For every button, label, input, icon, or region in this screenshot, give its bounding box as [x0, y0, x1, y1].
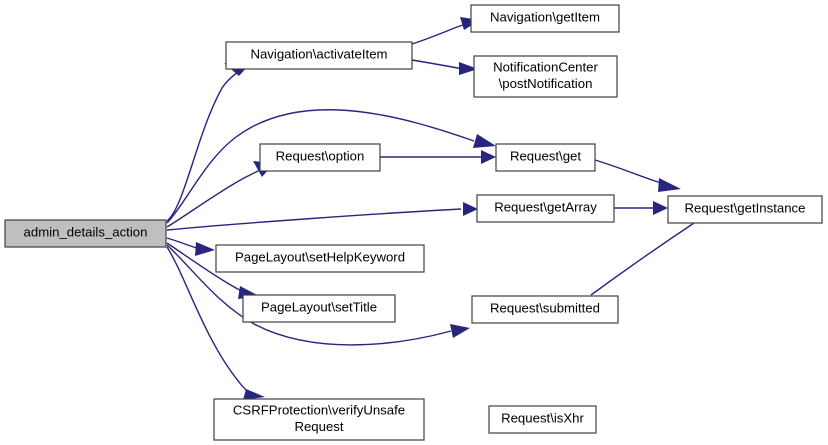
node-pagelayout_settitle[interactable]: PageLayout\setTitle	[242, 294, 396, 323]
node-request_isxhr[interactable]: Request\isXhr	[488, 405, 597, 434]
arrowhead-icon	[450, 324, 470, 338]
node-box[interactable]	[488, 405, 597, 434]
node-pagelayout_sethelpkeyword[interactable]: PageLayout\setHelpKeyword	[215, 244, 425, 273]
edge-line	[166, 168, 263, 228]
arrowhead-icon	[459, 62, 478, 75]
edge-line	[166, 244, 452, 346]
call-edge-navigation_activateitem-to-notificationcenter_postnotification	[411, 59, 478, 75]
edge-line	[166, 242, 245, 293]
arrowhead-icon	[243, 389, 265, 400]
node-box[interactable]	[473, 55, 618, 98]
call-edge-admin_details_action-to-request_get	[166, 109, 496, 224]
edge-line	[166, 208, 462, 231]
call-edge-admin_details_action-to-pagelayout_sethelpkeyword	[166, 237, 215, 256]
call-edge-admin_details_action-to-csrfprotection_verifyunsaferequest	[166, 246, 265, 400]
node-request_option[interactable]: Request\option	[259, 143, 381, 172]
arrowhead-icon	[658, 178, 681, 192]
edge-line	[166, 246, 250, 394]
arrowhead-icon	[653, 201, 668, 215]
arrowhead-icon	[481, 150, 496, 164]
node-box[interactable]	[259, 143, 381, 172]
call-edge-admin_details_action-to-navigation_activateitem	[166, 63, 248, 222]
node-navigation_getitem[interactable]: Navigation\getItem	[470, 4, 620, 33]
call-edge-admin_details_action-to-request_getarray	[166, 202, 478, 231]
edge-line	[411, 59, 464, 70]
node-request_getinstance[interactable]: Request\getInstance	[667, 195, 823, 224]
node-box[interactable]	[476, 194, 615, 223]
call-edge-admin_details_action-to-request_option	[166, 161, 274, 228]
node-box[interactable]	[213, 398, 425, 441]
edge-line	[166, 67, 245, 222]
edge-line	[411, 23, 467, 45]
call-edge-request_get-to-request_getinstance	[594, 159, 681, 192]
call-edge-request_option-to-request_get	[380, 150, 496, 164]
node-request_get[interactable]: Request\get	[495, 143, 596, 172]
call-edge-navigation_activateitem-to-navigation_getitem	[411, 17, 480, 45]
node-box[interactable]	[242, 294, 396, 323]
node-box[interactable]	[215, 244, 425, 273]
edges-layer	[166, 17, 717, 400]
arrowhead-icon	[195, 242, 215, 256]
edge-line	[166, 109, 475, 224]
nodes-layer: admin_details_action Navigation\activateI…	[4, 4, 823, 441]
edge-line	[594, 159, 665, 185]
node-admin_details_action[interactable]: admin_details_action	[4, 219, 167, 248]
node-request_getarray[interactable]: Request\getArray	[476, 194, 615, 223]
node-box[interactable]	[225, 41, 413, 70]
call-edge-request_getarray-to-request_getinstance	[613, 201, 668, 215]
node-box[interactable]	[470, 4, 620, 33]
arrowhead-icon	[463, 202, 478, 216]
call-edge-admin_details_action-to-request_submitted	[166, 244, 470, 346]
node-box[interactable]	[471, 295, 619, 324]
node-box[interactable]	[4, 219, 167, 248]
node-box[interactable]	[667, 195, 823, 224]
edge-line	[590, 214, 707, 296]
node-request_submitted[interactable]: Request\submitted	[471, 295, 619, 324]
arrowhead-icon	[473, 134, 496, 148]
edge-line	[166, 237, 200, 250]
node-navigation_activateitem[interactable]: Navigation\activateItem	[225, 41, 413, 70]
node-box[interactable]	[495, 143, 596, 172]
node-notificationcenter_postnotification[interactable]: NotificationCenter\postNotification	[473, 55, 618, 98]
